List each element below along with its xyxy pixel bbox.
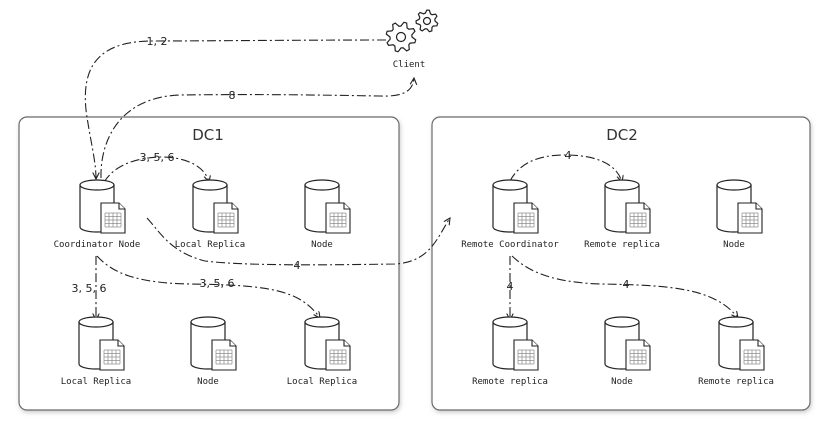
database-icon [190,316,237,371]
node-dc1-local-replica-right: Local Replica [287,316,357,387]
node-dc2-remote-replica-left: Remote replica [472,316,548,387]
database-icon [304,316,351,371]
edge-label-remote-replica-top: 4 [565,149,572,162]
node-label: Node [611,377,633,387]
node-dc2-remote-replica-right: Remote replica [698,316,774,387]
node-remote-coordinator: Remote Coordinator [461,179,559,250]
edge-remote-coordinator-to-remote-replica-right [511,255,738,318]
edge-remote-coordinator-to-remote-replica-top [509,154,622,182]
node-coordinator: Coordinator Node [54,179,141,250]
edge-label-coordinator-client: 8 [229,89,236,102]
node-label: Local Replica [61,377,131,387]
database-icon [718,316,765,371]
node-label: Coordinator Node [54,240,141,250]
database-icon [79,179,126,234]
edges: 1, 2 8 3, 5, 6 3, 5, 6 3, 5, 6 4 4 4 4 [72,35,738,320]
dc2-title: DC2 [606,126,638,144]
node-label: Node [197,377,219,387]
database-icon [192,179,239,234]
client: Client [385,9,439,70]
node-dc1-node-bottom: Node [190,316,237,387]
node-label: Node [723,240,745,250]
client-label: Client [393,60,426,70]
node-label: Local Replica [175,240,245,250]
node-label: Local Replica [287,377,357,387]
node-label: Remote replica [584,240,660,250]
database-icon [604,179,651,234]
gears-icon [385,9,439,53]
node-dc2-remote-replica-top: Remote replica [584,179,660,250]
edge-coordinator-to-local-replica-right [96,255,320,318]
node-dc1-local-replica-top: Local Replica [175,179,245,250]
edge-coordinator-to-local-replica-top [103,156,209,182]
database-icon [304,179,351,234]
database-icon [492,179,539,234]
edge-label-remote-replica-right: 4 [623,278,630,291]
database-icon [716,179,763,234]
edge-label-remote-coordinator: 4 [294,259,301,272]
node-dc1-node-top: Node [304,179,351,250]
node-dc2-node-bottom: Node [604,316,651,387]
edge-label-local-replica-top: 3, 5, 6 [140,151,175,164]
node-dc2-node-top: Node [716,179,763,250]
node-label: Remote replica [472,377,548,387]
node-dc1-local-replica-left: Local Replica [61,316,131,387]
edge-coordinator-to-client [100,78,414,179]
edge-label-local-replica-left: 3, 5, 6 [72,282,107,295]
edge-label-remote-replica-left: 4 [507,280,514,293]
node-label: Remote replica [698,377,774,387]
database-icon [492,316,539,371]
edge-coordinator-to-remote-coordinator [146,218,450,266]
database-icon [78,316,125,371]
edge-label-client-coordinator: 1, 2 [147,35,168,48]
node-label: Node [311,240,333,250]
database-icon [604,316,651,371]
node-label: Remote Coordinator [461,240,559,250]
dc1-title: DC1 [192,126,224,144]
edge-label-local-replica-right: 3, 5, 6 [200,277,235,290]
